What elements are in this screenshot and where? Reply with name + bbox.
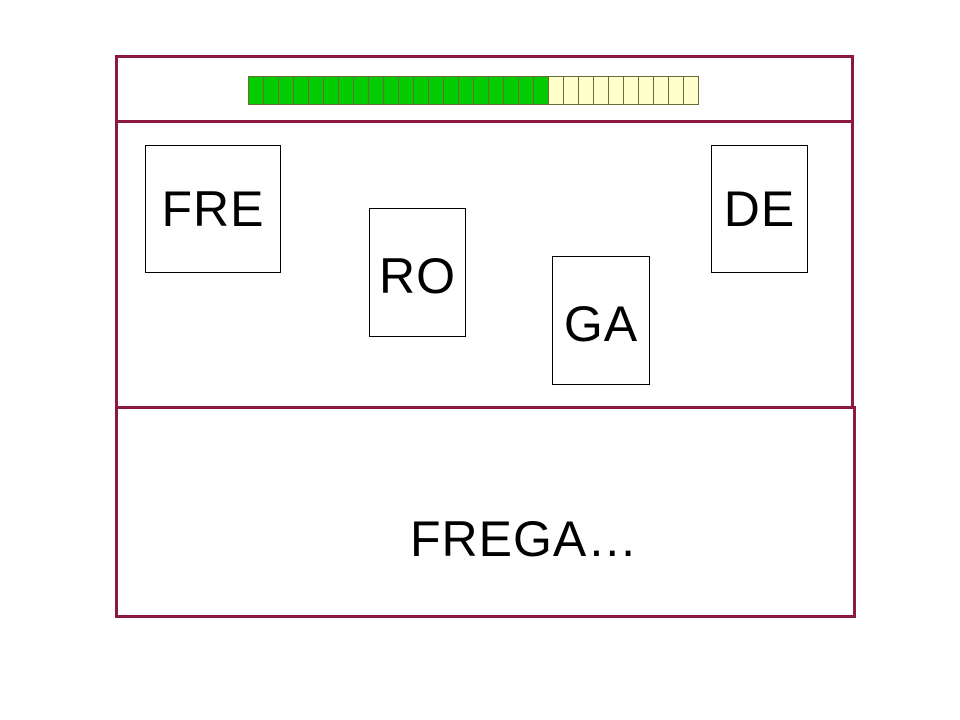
progress-segment-empty: [624, 76, 639, 105]
progress-segment-filled: [474, 76, 489, 105]
progress-segment-empty: [669, 76, 684, 105]
progress-bar: [248, 76, 699, 105]
progress-segment-filled: [384, 76, 399, 105]
progress-segment-filled: [399, 76, 414, 105]
progress-segment-empty: [609, 76, 624, 105]
progress-segment-filled: [279, 76, 294, 105]
progress-segment-filled: [414, 76, 429, 105]
answer-text: FREGA…: [410, 511, 639, 567]
progress-segment-filled: [369, 76, 384, 105]
answer-panel: [115, 406, 856, 618]
progress-segment-filled: [249, 76, 264, 105]
progress-segment-filled: [324, 76, 339, 105]
progress-segment-empty: [579, 76, 594, 105]
syllable-card-fre[interactable]: FRE: [145, 145, 281, 273]
syllable-card-de[interactable]: DE: [711, 145, 808, 273]
progress-segment-filled: [444, 76, 459, 105]
progress-segment-empty: [684, 76, 699, 105]
syllable-card-ga[interactable]: GA: [552, 256, 650, 385]
progress-segment-filled: [489, 76, 504, 105]
progress-segment-empty: [594, 76, 609, 105]
progress-segment-filled: [534, 76, 549, 105]
progress-segment-filled: [519, 76, 534, 105]
progress-segment-filled: [354, 76, 369, 105]
progress-segment-empty: [639, 76, 654, 105]
progress-segment-empty: [564, 76, 579, 105]
syllable-card-ro[interactable]: RO: [369, 208, 466, 337]
progress-segment-filled: [459, 76, 474, 105]
progress-segment-filled: [294, 76, 309, 105]
progress-segment-filled: [429, 76, 444, 105]
progress-segment-filled: [309, 76, 324, 105]
progress-segment-filled: [504, 76, 519, 105]
progress-segment-filled: [264, 76, 279, 105]
progress-segment-empty: [549, 76, 564, 105]
progress-segment-empty: [654, 76, 669, 105]
progress-segment-filled: [339, 76, 354, 105]
